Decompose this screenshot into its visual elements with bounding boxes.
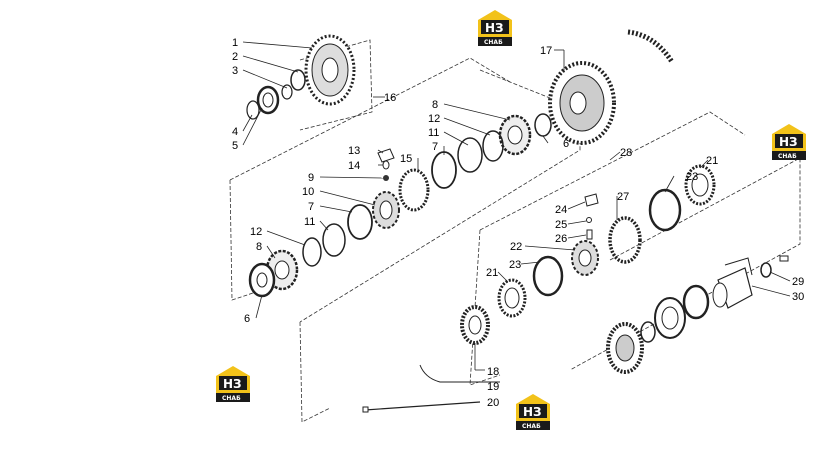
callout-26: 26 — [555, 233, 567, 245]
ring-7-upper — [431, 151, 457, 189]
ring-2 — [290, 69, 306, 91]
callout-3: 3 — [232, 65, 238, 77]
leader-lines — [242, 41, 791, 371]
callout-24: 24 — [555, 204, 567, 216]
svg-text:НЗ: НЗ — [779, 135, 798, 149]
callout-25: 25 — [555, 219, 567, 231]
output-yoke-30 — [712, 257, 753, 309]
callout-1: 1 — [232, 37, 238, 49]
watermark-logo-right: НЗ СНАБ — [772, 124, 806, 160]
ball-9 — [383, 175, 389, 181]
washer-29 — [760, 255, 789, 278]
callout-30: 30 — [792, 291, 804, 303]
spring-26 — [586, 229, 593, 240]
svg-text:НЗ: НЗ — [523, 405, 542, 419]
callout-21b: 21 — [486, 267, 498, 279]
hub-8-upper — [498, 114, 532, 156]
callout-19: 19 — [487, 381, 499, 393]
callout-13: 13 — [348, 145, 360, 157]
ring-3 — [281, 84, 293, 100]
callout-12a: 12 — [428, 113, 440, 125]
pin-19 — [419, 364, 500, 383]
callout-7a: 7 — [432, 141, 438, 153]
callout-4: 4 — [232, 126, 238, 138]
callout-23b: 23 — [509, 259, 521, 271]
svg-text:СНАБ: СНАБ — [222, 395, 241, 402]
callout-6a: 6 — [244, 313, 250, 325]
callout-16: 16 — [384, 92, 396, 104]
callout-12b: 12 — [250, 226, 262, 238]
callout-5: 5 — [232, 140, 238, 152]
sleeve-10 — [372, 191, 400, 229]
callout-22: 22 — [510, 241, 522, 253]
callout-14: 14 — [348, 160, 360, 172]
callout-2: 2 — [232, 51, 238, 63]
synchro-27 — [608, 216, 642, 264]
ring-21-lower — [497, 278, 527, 318]
ring-output — [640, 321, 656, 343]
callout-20: 20 — [487, 397, 499, 409]
callout-17: 17 — [540, 45, 552, 57]
svg-text:СНАБ: СНАБ — [484, 39, 503, 46]
ring-11-lower — [322, 223, 346, 257]
svg-text:НЗ: НЗ — [485, 21, 504, 35]
callout-6b: 6 — [563, 138, 569, 150]
rod-20 — [362, 401, 481, 413]
callout-28: 28 — [620, 147, 632, 159]
callout-27: 27 — [617, 191, 629, 203]
snap-ring-4 — [246, 100, 260, 120]
callout-11a: 11 — [428, 127, 439, 139]
watermark-logo-top: НЗ СНАБ — [478, 10, 512, 46]
gear-17 — [548, 61, 616, 145]
gear-17-tooth-arc — [627, 29, 675, 64]
callout-9: 9 — [308, 172, 314, 184]
callout-18: 18 — [487, 366, 499, 378]
ring-7-lower — [347, 204, 373, 240]
callout-15: 15 — [400, 153, 412, 165]
svg-text:СНАБ: СНАБ — [522, 423, 541, 430]
gear-1 — [304, 34, 356, 106]
callout-29: 29 — [792, 276, 804, 288]
ring-23-upper — [648, 188, 682, 232]
ring-21-upper — [684, 164, 716, 206]
ring-12-lower — [302, 237, 322, 267]
bearing-5 — [256, 85, 280, 115]
hub-22 — [571, 240, 599, 276]
callout-8a: 8 — [432, 99, 438, 111]
callout-21a: 21 — [706, 155, 718, 167]
ring-6-upper — [534, 113, 552, 137]
svg-text:СНАБ: СНАБ — [778, 153, 797, 160]
watermark-logo-left: НЗ СНАБ — [216, 366, 250, 402]
synchro-ring-15 — [398, 168, 430, 212]
ring-12-upper — [482, 130, 504, 162]
spring-14 — [382, 160, 390, 170]
ball-25 — [586, 217, 592, 223]
watermark-logo-bottom: НЗ СНАБ — [516, 394, 550, 430]
callout-7b: 7 — [308, 201, 314, 213]
ring-23-lower — [532, 255, 564, 297]
callout-10: 10 — [302, 186, 314, 198]
gear-output — [606, 322, 644, 374]
key-24 — [584, 193, 599, 207]
gear-6-lower — [248, 262, 276, 298]
callout-11b: 11 — [304, 216, 315, 228]
callout-8b: 8 — [256, 241, 262, 253]
callout-labels: 1 2 3 4 5 16 8 12 11 7 13 14 15 9 10 7 1… — [232, 37, 804, 409]
svg-text:НЗ: НЗ — [223, 377, 242, 391]
key-13 — [377, 148, 395, 163]
ring-11-upper — [457, 137, 483, 173]
gear-18 — [460, 305, 490, 345]
group-frames — [229, 39, 801, 423]
bearing-output — [654, 284, 710, 339]
callout-23a: 23 — [686, 171, 698, 183]
